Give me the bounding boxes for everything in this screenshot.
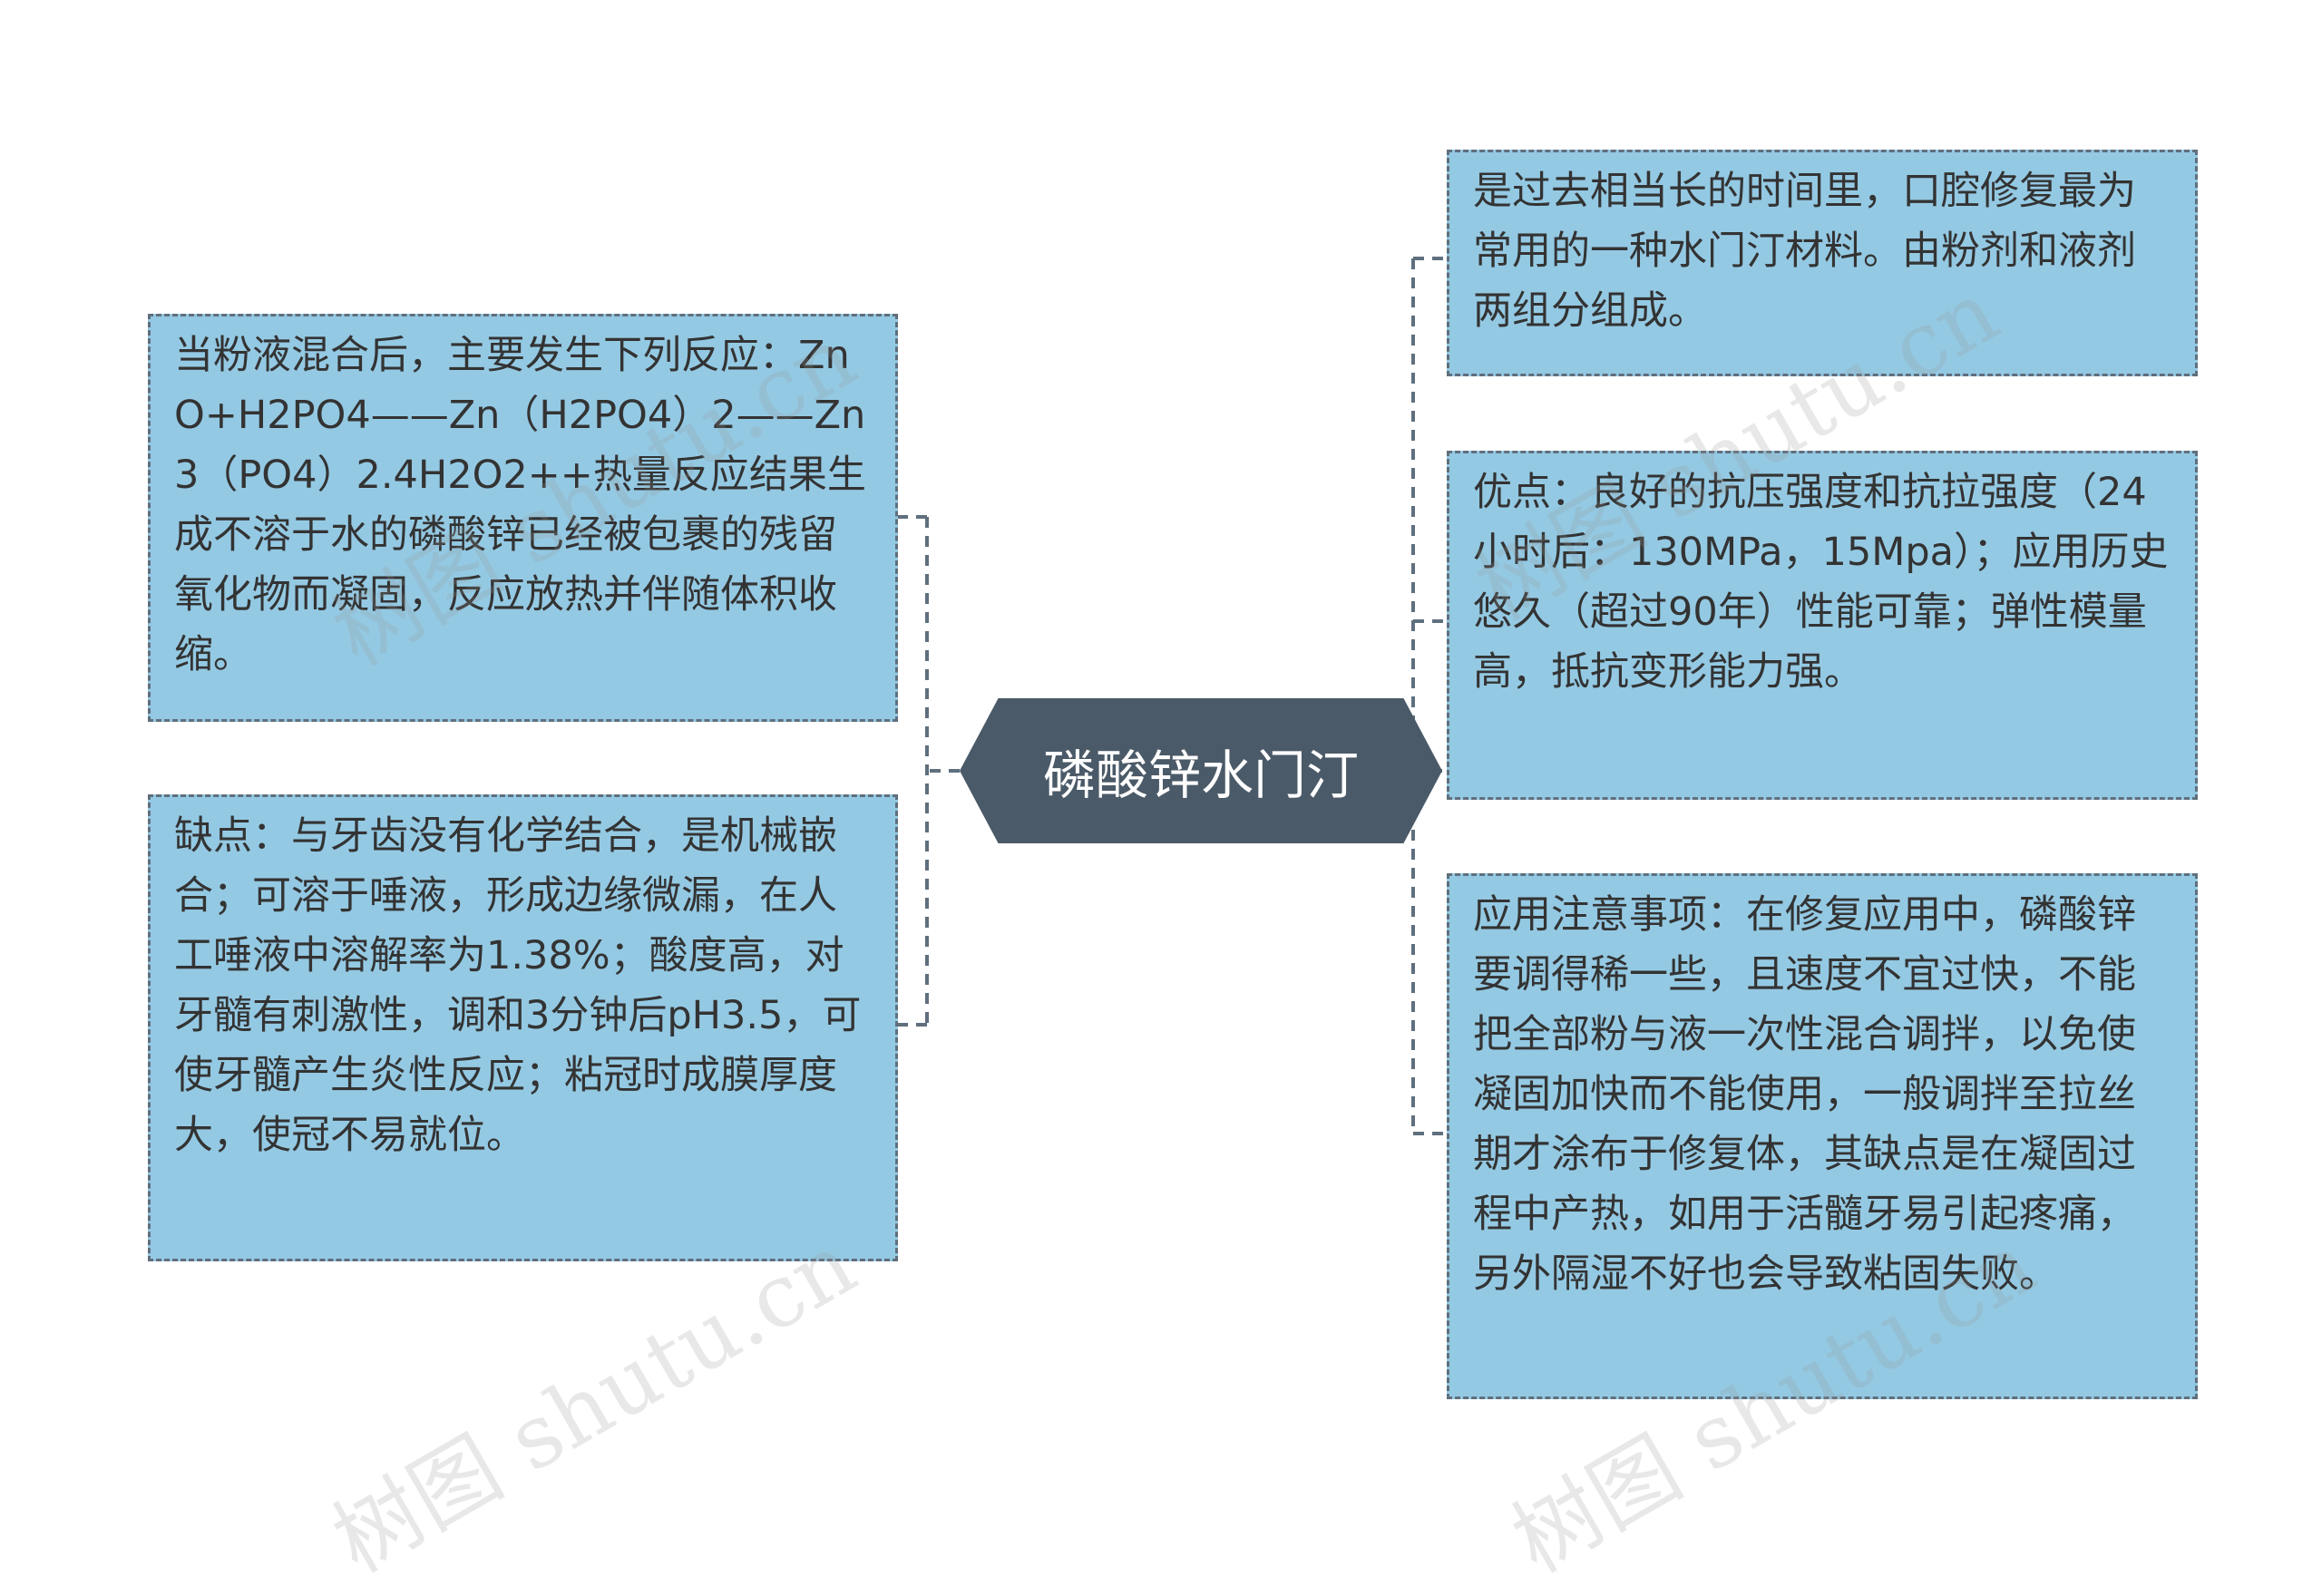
right-node-advantages[interactable]: 优点：良好的抗压强度和抗拉强度（24小时后：130MPa，15Mpa）；应用历史…	[1447, 451, 2198, 800]
right-node-precautions[interactable]: 应用注意事项：在修复应用中，磷酸锌要调得稀一些，且速度不宜过快，不能把全部粉与液…	[1447, 873, 2198, 1399]
central-topic-label: 磷酸锌水门汀	[1042, 744, 1359, 806]
left-node-disadvantages-text: 缺点：与牙齿没有化学结合，是机械嵌合；可溶于唾液，形成边缘微漏，在人工唾液中溶解…	[174, 813, 862, 1158]
left-node-reaction[interactable]: 当粉液混合后，主要发生下列反应：ZnO+H2PO4——Zn（H2PO4）2——Z…	[148, 314, 898, 722]
central-topic[interactable]: 磷酸锌水门汀	[960, 698, 1442, 843]
right-node-precautions-text: 应用注意事项：在修复应用中，磷酸锌要调得稀一些，且速度不宜过快，不能把全部粉与液…	[1473, 892, 2136, 1297]
left-node-reaction-text: 当粉液混合后，主要发生下列反应：ZnO+H2PO4——Zn（H2PO4）2——Z…	[174, 333, 866, 677]
mindmap-canvas: 磷酸锌水门汀 当粉液混合后，主要发生下列反应：ZnO+H2PO4——Zn（H2P…	[148, 150, 2198, 1592]
right-node-intro[interactable]: 是过去相当长的时间里，口腔修复最为常用的一种水门汀材料。由粉剂和液剂两组分组成。	[1447, 150, 2198, 376]
right-node-intro-text: 是过去相当长的时间里，口腔修复最为常用的一种水门汀材料。由粉剂和液剂两组分组成。	[1473, 169, 2136, 334]
right-node-advantages-text: 优点：良好的抗压强度和抗拉强度（24小时后：130MPa，15Mpa）；应用历史…	[1473, 470, 2169, 695]
left-node-disadvantages[interactable]: 缺点：与牙齿没有化学结合，是机械嵌合；可溶于唾液，形成边缘微漏，在人工唾液中溶解…	[148, 794, 898, 1261]
